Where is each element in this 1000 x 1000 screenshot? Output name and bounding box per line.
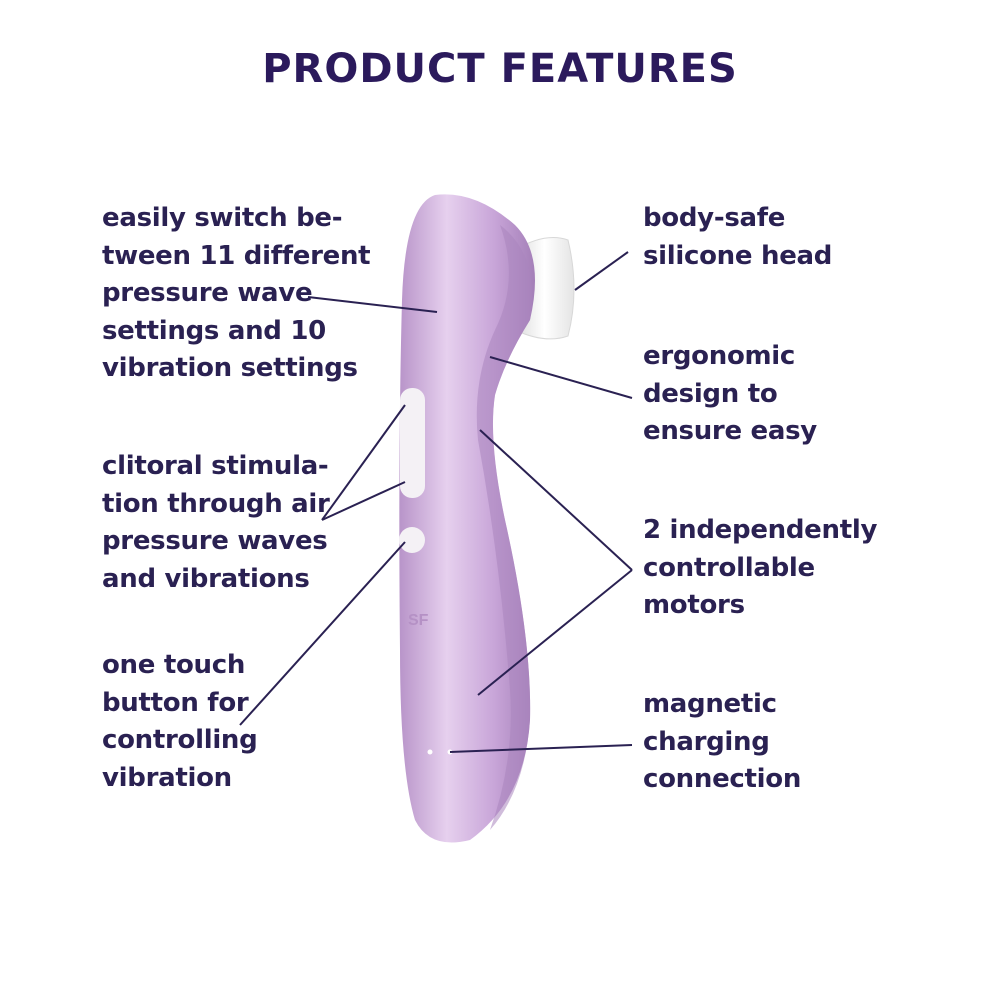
leader-line [479,429,633,571]
leader-line [321,481,406,521]
feature-pressure-settings: easily switch be- tween 11 different pre… [102,203,371,383]
leader-line [239,541,406,726]
feature-silicone-head: body-safe silicone head [643,203,833,271]
leader-line [307,296,438,313]
logo-sf: SF [408,612,429,629]
leader-line [449,744,633,753]
leader-line [477,569,633,696]
page-title: PRODUCT FEATURES [262,46,738,92]
feature-ergonomic-design: ergonomic design to ensure easy [643,341,817,446]
feature-clitoral-stimulation: clitoral stimula- tion through air press… [102,451,330,594]
leader-line [574,251,629,291]
leader-line [321,404,406,521]
leader-line [489,356,633,399]
leader-lines [239,251,633,753]
feature-one-touch-button: one touch button for controlling vibrati… [102,650,258,793]
feature-magnetic-charging: magnetic charging connection [643,689,802,794]
dual-control-button [400,388,425,498]
one-touch-button [399,527,425,553]
charging-contact [427,749,433,755]
device-side-shade [476,225,532,830]
feature-motors: 2 independently controllable motors [643,515,878,620]
